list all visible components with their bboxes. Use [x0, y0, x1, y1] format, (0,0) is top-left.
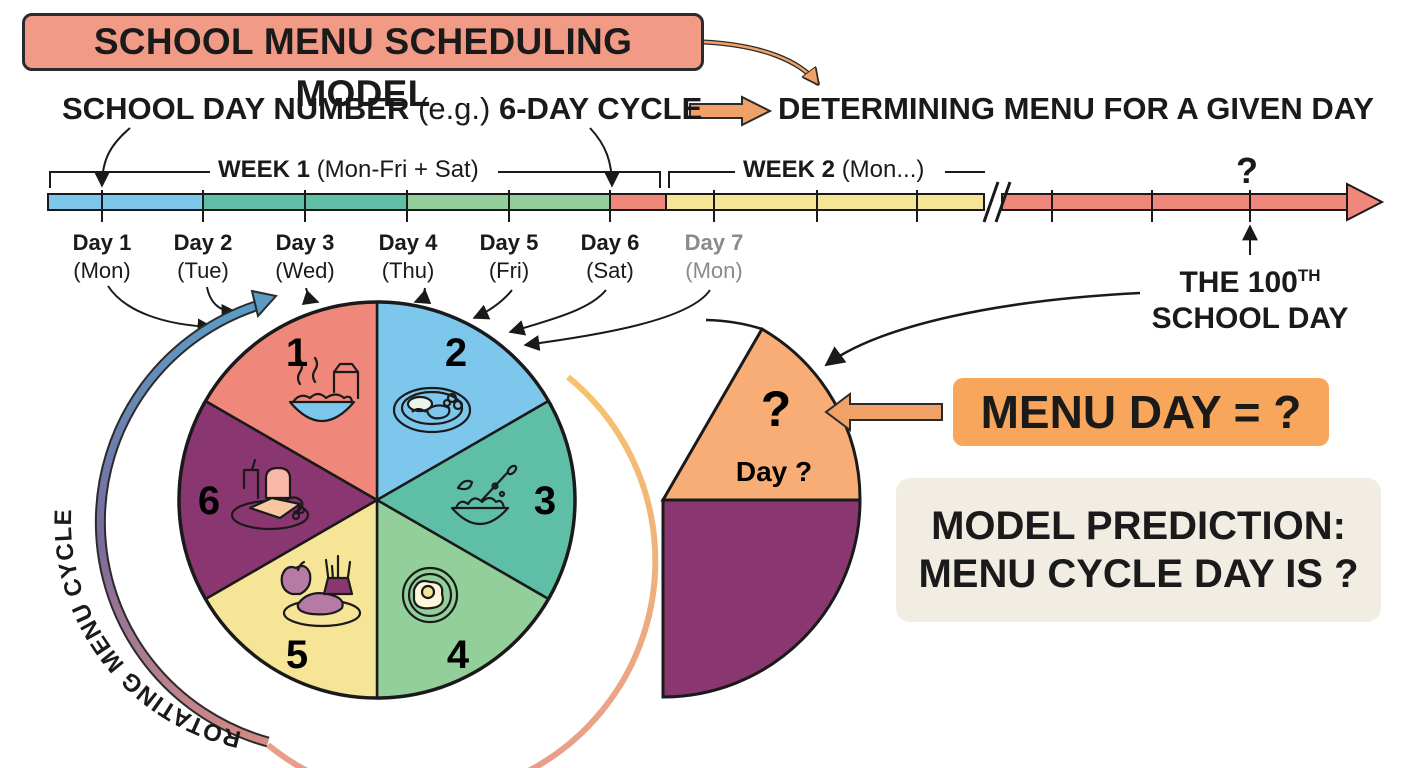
subtitle-left-cycle: 6-DAY CYCLE: [498, 91, 703, 126]
salad-bowl-icon: [450, 464, 518, 525]
week1-bracket: [49, 171, 661, 188]
day-2-weekday: (Tue): [177, 258, 229, 283]
timeline-ticks: [101, 190, 1251, 222]
prediction-line1: MODEL PREDICTION:: [931, 504, 1346, 548]
day-2-label: Day 2 (Tue): [158, 229, 248, 285]
menu-day-box: MENU DAY = ?: [953, 378, 1329, 446]
subtitle-left-bold: SCHOOL DAY NUMBER: [62, 91, 410, 126]
menu-wheel-rim: [177, 300, 577, 700]
day-7-label: Day 7 (Mon): [669, 229, 759, 285]
day-1-label: Day 1 (Mon): [57, 229, 147, 285]
day-4-number: Day 4: [378, 230, 438, 255]
hundredth-line2: SCHOOL DAY: [1151, 302, 1349, 335]
cycle-arrowhead: [250, 289, 278, 319]
unknown-slice-label: Day ?: [736, 456, 812, 487]
hundredth-school-day-label: THE 100TH SCHOOL DAY: [1140, 258, 1360, 337]
menu-wheel: [177, 300, 577, 700]
day-6-number: Day 6: [580, 230, 640, 255]
subtitle-school-day-number: SCHOOL DAY NUMBER (e.g.) 6-DAY CYCLE: [62, 91, 702, 127]
subtitle-left-paren: (e.g.): [418, 91, 491, 126]
day-5-number: Day 5: [479, 230, 539, 255]
day-7-number: Day 7: [684, 230, 744, 255]
day-3-label: Day 3 (Wed): [260, 229, 350, 285]
arrow-100th-to-slice: [824, 291, 1141, 367]
timeline-question-mark: ?: [1236, 150, 1258, 191]
day-6-label: Day 6 (Sat): [565, 229, 655, 285]
day-3-number: Day 3: [275, 230, 335, 255]
day-6-weekday: (Sat): [586, 258, 634, 283]
segment-3-number: 3: [534, 479, 556, 523]
day-4-label: Day 4 (Thu): [363, 229, 453, 285]
segment-6-number: 6: [198, 479, 220, 523]
porridge-bowl-and-milk-icon: [288, 356, 360, 423]
sandwich-tray-icon: [230, 458, 310, 531]
fried-egg-plate-icon: [401, 566, 459, 624]
week-2-note: (Mon...): [841, 156, 925, 183]
hundredth-line1: THE 100: [1179, 266, 1298, 299]
day-3-weekday: (Wed): [275, 258, 335, 283]
segment-2-number: 2: [445, 331, 467, 375]
day-1-number: Day 1: [72, 230, 132, 255]
day-1-weekday: (Mon): [73, 258, 131, 283]
subtitle-arrow: [689, 95, 773, 127]
arrow-to-day1: [94, 127, 131, 188]
day-5-label: Day 5 (Fri): [464, 229, 554, 285]
wheel-outer-ring: [266, 374, 659, 768]
week-1-label: WEEK 1 (Mon-Fri + Sat): [210, 156, 487, 184]
day-5-weekday: (Fri): [488, 258, 530, 283]
unknown-slice-outline-arc: [705, 318, 763, 331]
unknown-slice-mark: ?: [761, 381, 792, 437]
segment-4-number: 4: [447, 633, 470, 677]
title-connector-arrow: [703, 39, 820, 86]
week-2-title: WEEK 2: [743, 156, 836, 183]
segment-1-number: 1: [286, 331, 308, 375]
day-7-weekday: (Mon): [685, 258, 743, 283]
arrow-to-day6: [589, 127, 620, 188]
plated-meal-icon: [392, 386, 472, 434]
diagram-title: SCHOOL MENU SCHEDULING MODEL: [22, 13, 704, 114]
hundredth-suffix: TH: [1297, 266, 1321, 285]
day-4-weekday: (Thu): [381, 258, 435, 283]
steak-fries-apple-icon: [280, 554, 362, 628]
prediction-line2: MENU CYCLE DAY IS ?: [918, 552, 1359, 596]
week2-bracket: [668, 171, 985, 188]
week-1-note: (Mon-Fri + Sat): [316, 156, 479, 183]
week-2-label: WEEK 2 (Mon...): [735, 156, 933, 184]
segment-5-number: 5: [286, 633, 308, 677]
timeline-break: [982, 181, 1012, 223]
week-1-title: WEEK 1: [218, 156, 311, 183]
unknown-slice-chart: [660, 318, 862, 699]
day-2-number: Day 2: [173, 230, 233, 255]
subtitle-determining-menu: DETERMINING MENU FOR A GIVEN DAY: [778, 91, 1374, 126]
arrow-menu-day-to-slice: [824, 392, 943, 432]
model-prediction-box: MODEL PREDICTION: MENU CYCLE DAY IS ?: [896, 478, 1381, 622]
